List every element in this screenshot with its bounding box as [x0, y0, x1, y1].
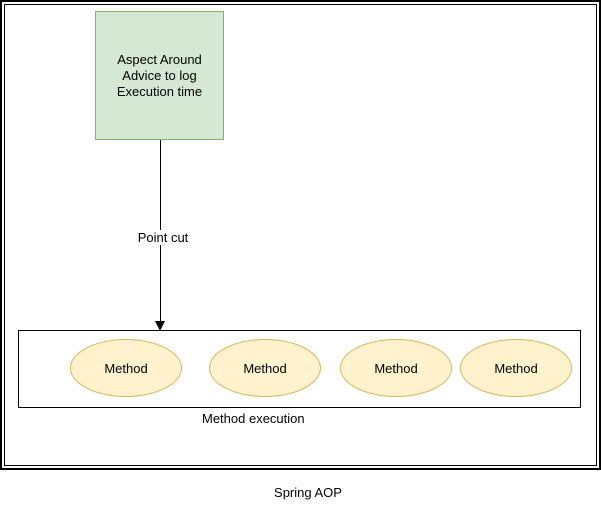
method-ellipse-1: Method — [70, 339, 182, 397]
pointcut-label: Point cut — [134, 230, 192, 245]
method-ellipse-1-label: Method — [104, 360, 148, 376]
pointcut-arrowhead-icon — [155, 321, 165, 331]
diagram-title: Spring AOP — [274, 485, 342, 500]
method-ellipse-2-label: Method — [243, 360, 287, 376]
aspect-advice-node-line1: Aspect Around — [117, 51, 202, 67]
aspect-advice-node-line3: Execution time — [116, 83, 203, 99]
method-ellipse-4: Method — [460, 339, 572, 397]
method-execution-label: Method execution — [202, 411, 305, 426]
method-ellipse-4-label: Method — [494, 360, 538, 376]
diagram-outer-border — [0, 0, 601, 470]
method-ellipse-3: Method — [340, 339, 452, 397]
aspect-advice-node-line2: Advice to log — [122, 67, 197, 83]
aspect-advice-node: Aspect Around Advice to log Execution ti… — [95, 11, 224, 140]
method-ellipse-2: Method — [209, 339, 321, 397]
diagram-inner-border — [4, 4, 597, 466]
method-ellipse-3-label: Method — [374, 360, 418, 376]
